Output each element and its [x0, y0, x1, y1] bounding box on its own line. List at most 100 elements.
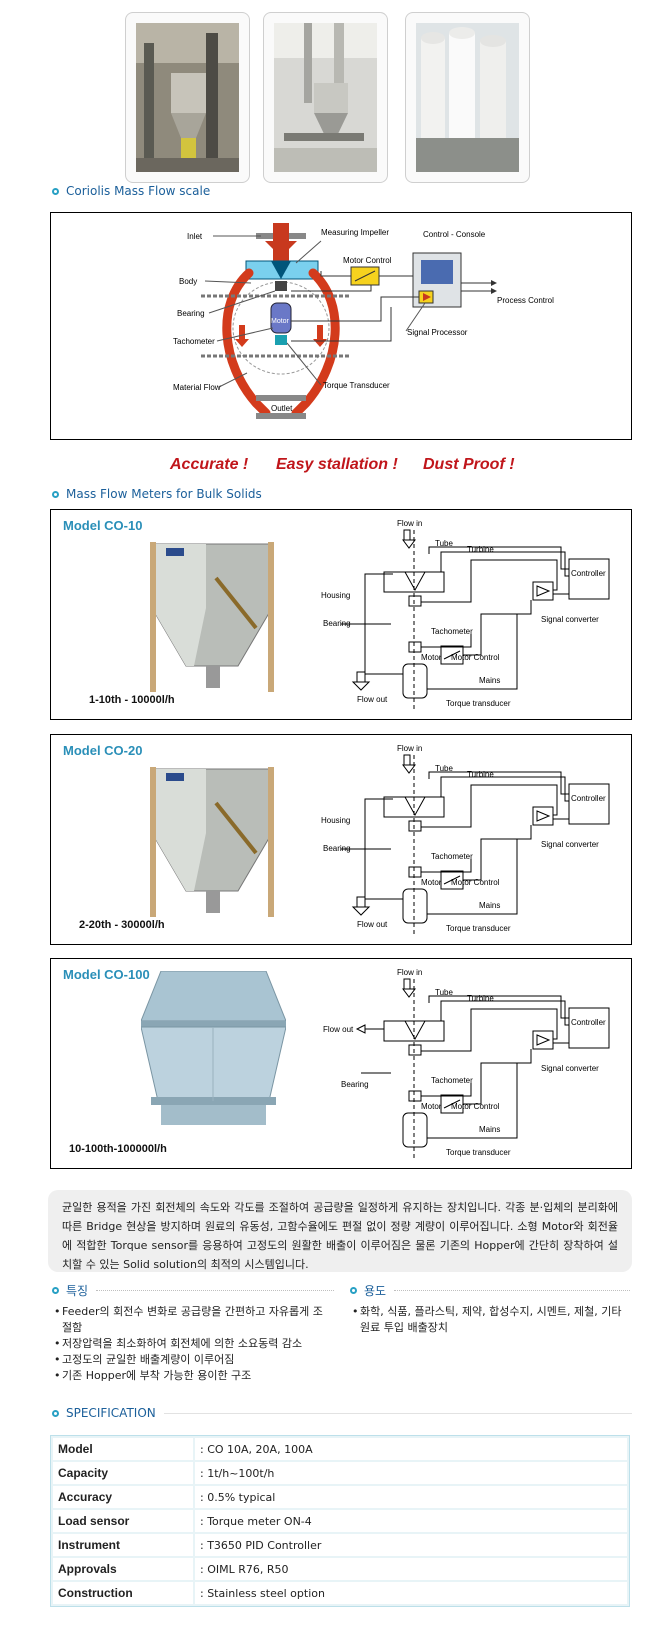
svg-text:Bearing: Bearing	[323, 844, 351, 853]
svg-text:Mains: Mains	[479, 1125, 500, 1134]
coriolis-diagram-box: Inlet Measuring Impeller Control - Conso…	[50, 212, 632, 440]
schematic-co10: Flow in Tube Turbine Controller Housing …	[321, 519, 610, 710]
svg-text:Flow out: Flow out	[323, 1025, 354, 1034]
svg-text:Motor Control: Motor Control	[451, 653, 500, 662]
capacity-label: 10-100th-100000l/h	[69, 1143, 167, 1155]
feeder-photo-co20	[150, 767, 274, 917]
list-item: 고정도의 균일한 배출계량이 이루어짐	[54, 1352, 330, 1368]
svg-text:Mains: Mains	[479, 676, 500, 685]
label-motor-control: Motor Control	[343, 256, 392, 265]
svg-text:Signal converter: Signal converter	[541, 840, 599, 849]
label-outlet: Outlet	[271, 404, 293, 413]
table-row: Accuracy: 0.5% typical	[53, 1486, 627, 1508]
table-row: Capacity: 1t/h~100t/h	[53, 1462, 627, 1484]
model-card-co10: Model CO-10 1-10th - 10000l/h	[50, 509, 632, 720]
list-item: 기존 Hopper에 부착 가능한 용이한 구조	[54, 1368, 330, 1384]
svg-text:Torque transducer: Torque transducer	[446, 924, 511, 933]
label-material-flow: Material Flow	[173, 383, 221, 392]
schematic-co20: Flow in Tube Turbine Controller Housing …	[321, 744, 610, 935]
svg-text:Motor: Motor	[421, 653, 442, 662]
svg-text:Flow in: Flow in	[397, 744, 422, 753]
feeder-photo-co10	[150, 542, 274, 692]
schematic-co100: Flow in Tube Turbine Controller Flow out…	[323, 968, 610, 1159]
svg-text:Mains: Mains	[479, 901, 500, 910]
list-item: Feeder의 회전수 변화로 공급량을 간편하고 자유롭게 조절함	[54, 1304, 330, 1336]
svg-text:Turbine: Turbine	[467, 545, 494, 554]
svg-text:Controller: Controller	[571, 794, 606, 803]
svg-text:Motor: Motor	[421, 878, 442, 887]
slogan-dust-proof: Dust Proof !	[423, 456, 515, 473]
feeder-photo-co100	[141, 971, 286, 1125]
label-signal-processor: Signal Processor	[407, 328, 468, 337]
svg-text:Turbine: Turbine	[467, 994, 494, 1003]
circle-bullet-icon	[52, 490, 59, 498]
features-list: Feeder의 회전수 변화로 공급량을 간편하고 자유롭게 조절함 저장압력을…	[54, 1304, 330, 1384]
svg-text:Signal converter: Signal converter	[541, 615, 599, 624]
list-item: 화학, 식품, 플라스틱, 제약, 합성수지, 시멘트, 제철, 기타 원료 투…	[352, 1304, 628, 1336]
svg-text:Tube: Tube	[435, 988, 453, 997]
slogan-easy-installation: Easy stallation !	[276, 456, 398, 473]
circle-bullet-icon	[52, 1286, 59, 1294]
svg-text:Tachometer: Tachometer	[431, 627, 473, 636]
label-process-control: Process Control	[497, 296, 554, 305]
label-motor: Motor	[271, 318, 290, 325]
svg-text:Tube: Tube	[435, 539, 453, 548]
svg-text:Motor Control: Motor Control	[451, 878, 500, 887]
capacity-label: 2-20th - 30000l/h	[79, 919, 165, 931]
label-measuring-impeller: Measuring Impeller	[321, 228, 389, 237]
photo-plant-interior	[125, 12, 250, 183]
svg-text:Bearing: Bearing	[323, 619, 351, 628]
label-torque-transducer: Torque Transducer	[323, 381, 390, 390]
uses-list: 화학, 식품, 플라스틱, 제약, 합성수지, 시멘트, 제철, 기타 원료 투…	[352, 1304, 628, 1336]
features-heading: 특징	[52, 1282, 334, 1298]
table-row: Model: CO 10A, 20A, 100A	[53, 1438, 627, 1460]
svg-text:Controller: Controller	[571, 569, 606, 578]
svg-text:Bearing: Bearing	[341, 1080, 369, 1089]
capacity-label: 1-10th - 10000l/h	[89, 694, 175, 706]
description-box: 균일한 용적을 가진 회전체의 속도와 각도를 조절하여 공급량을 일정하게 유…	[48, 1190, 632, 1272]
svg-text:Signal converter: Signal converter	[541, 1064, 599, 1073]
svg-text:Tube: Tube	[435, 764, 453, 773]
svg-text:Housing: Housing	[321, 816, 350, 825]
svg-text:Torque transducer: Torque transducer	[446, 1148, 511, 1157]
photo-plant-pipes	[263, 12, 388, 183]
circle-bullet-icon	[52, 1409, 59, 1417]
svg-text:Flow out: Flow out	[357, 695, 388, 704]
label-body: Body	[179, 277, 197, 286]
label-bearing: Bearing	[177, 309, 205, 318]
svg-text:Turbine: Turbine	[467, 770, 494, 779]
circle-bullet-icon	[52, 187, 59, 195]
table-row: Construction: Stainless steel option	[53, 1582, 627, 1604]
svg-text:Flow in: Flow in	[397, 968, 422, 977]
photo-silos	[405, 12, 530, 183]
model-title: Model CO-100	[63, 967, 150, 982]
model-card-co100: Model CO-100 10-100th-100000l/h Flow in	[50, 958, 632, 1169]
label-control-console: Control - Console	[423, 230, 486, 239]
model-card-co20: Model CO-20 2-20th - 30000l/h	[50, 734, 632, 945]
label-inlet: Inlet	[187, 232, 203, 241]
model-title: Model CO-10	[63, 518, 143, 533]
circle-bullet-icon	[350, 1286, 357, 1294]
slogan-accurate: Accurate !	[170, 456, 249, 473]
svg-text:Housing: Housing	[321, 591, 350, 600]
section-heading-specification: SPECIFICATION	[52, 1404, 632, 1422]
table-row: Approvals: OIML R76, R50	[53, 1558, 627, 1580]
svg-text:Flow in: Flow in	[397, 519, 422, 528]
uses-heading: 용도	[350, 1282, 630, 1298]
label-tachometer: Tachometer	[173, 337, 215, 346]
list-item: 저장압력을 최소화하여 회전체에 의한 소요동력 감소	[54, 1336, 330, 1352]
specification-table: Model: CO 10A, 20A, 100A Capacity: 1t/h~…	[50, 1435, 630, 1607]
svg-text:Motor: Motor	[421, 1102, 442, 1111]
svg-text:Flow out: Flow out	[357, 920, 388, 929]
svg-text:Tachometer: Tachometer	[431, 852, 473, 861]
coriolis-diagram: Inlet Measuring Impeller Control - Conso…	[173, 223, 554, 419]
table-row: Instrument: T3650 PID Controller	[53, 1534, 627, 1556]
svg-text:Tachometer: Tachometer	[431, 1076, 473, 1085]
svg-text:Motor Control: Motor Control	[451, 1102, 500, 1111]
section-heading-coriolis: Coriolis Mass Flow scale	[52, 182, 212, 200]
table-row: Load sensor: Torque meter ON-4	[53, 1510, 627, 1532]
model-title: Model CO-20	[63, 743, 143, 758]
section-heading-mass-flow: Mass Flow Meters for Bulk Solids	[52, 485, 272, 503]
svg-text:Controller: Controller	[571, 1018, 606, 1027]
svg-text:Torque transducer: Torque transducer	[446, 699, 511, 708]
